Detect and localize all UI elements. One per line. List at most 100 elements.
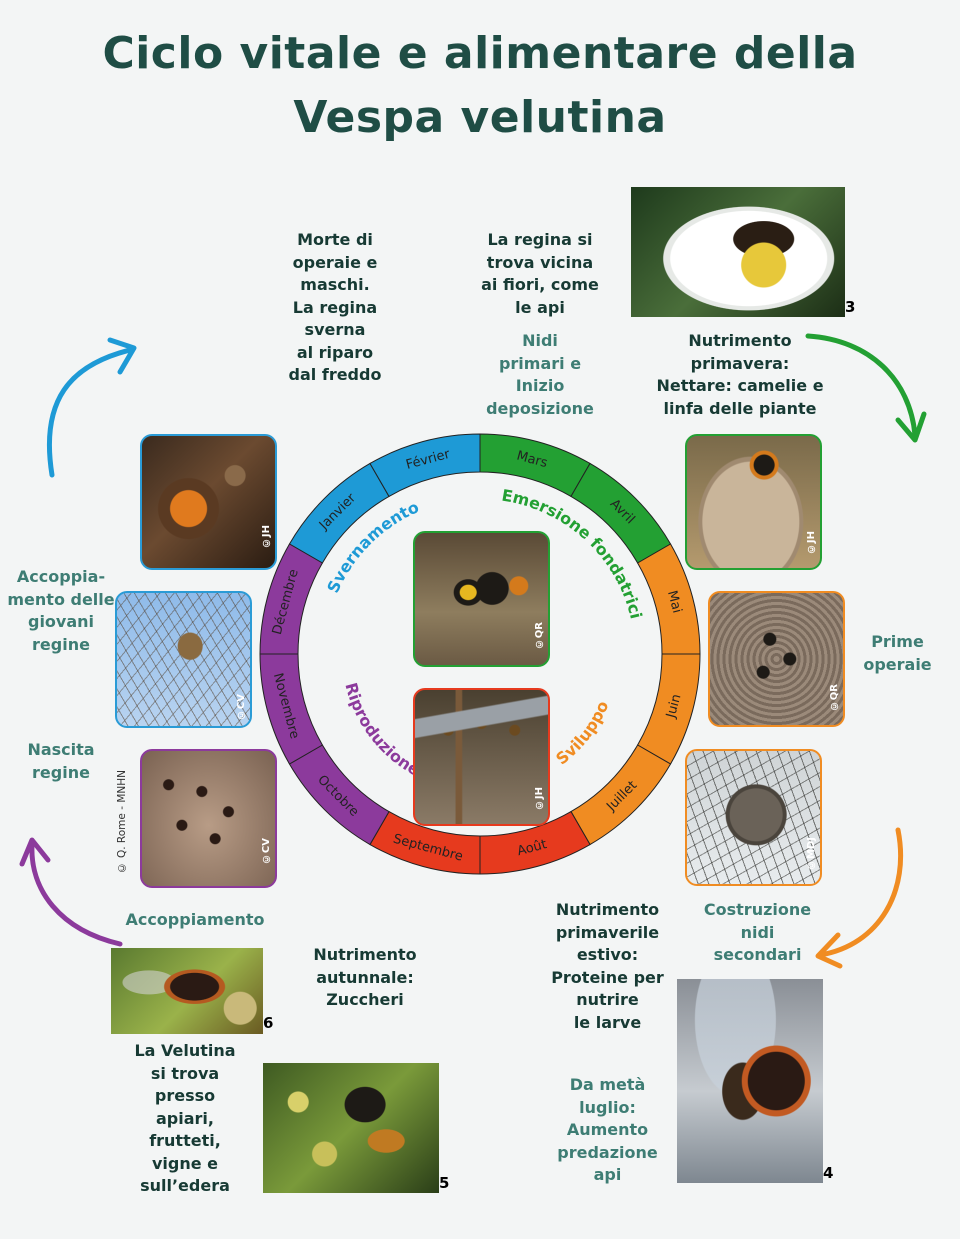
note-line: Accoppiamento	[125, 910, 265, 929]
photo-camellia-hornet	[631, 187, 845, 317]
note-line: regine	[32, 634, 90, 654]
note-line: presso	[154, 1086, 216, 1105]
note-line: linfa delle piante	[663, 398, 817, 418]
note-morte: Morte di operaie e maschi. La regina sverna a…	[270, 229, 400, 387]
credit-cv-1: ©CV	[236, 693, 247, 720]
arrow-purple	[29, 842, 123, 947]
arrow-purple-head	[19, 837, 51, 867]
note-nutrimento-primavera: Nutrimento primavera: Nettare: camelie e li…	[640, 330, 840, 420]
note-line: le api	[515, 297, 565, 317]
photo-secondary-nest: ©MDJ	[685, 749, 822, 886]
note-line: frutteti,	[149, 1131, 221, 1150]
note-line: Morte di	[297, 230, 373, 249]
note-line: giovani	[27, 612, 95, 631]
photo-primary-nest: ©JH	[685, 434, 822, 570]
photo-mating	[111, 948, 263, 1034]
note-line: regine	[32, 762, 90, 782]
note-line: Nettare: camelie e	[656, 376, 824, 395]
photo-nest-tree: ©CV	[115, 591, 252, 728]
title-line-1: Ciclo vitale e alimentare della	[102, 28, 858, 79]
note-meta-luglio: Da metà luglio: Aumento predazione api	[545, 1074, 670, 1187]
credit-mdj: ©MDJ	[806, 837, 817, 870]
note-line: Accoppia-	[16, 567, 106, 586]
number-6: 6	[263, 1014, 274, 1032]
note-nidi-primari: Nidi primari e Inizio deposizione	[470, 330, 610, 420]
month-ring	[259, 433, 701, 875]
credit-cv-2: ©CV	[261, 837, 272, 864]
note-line: Aumento	[566, 1120, 649, 1139]
note-line: vigne e	[151, 1153, 219, 1173]
number-3: 3	[845, 298, 856, 316]
note-line: api	[593, 1165, 622, 1184]
note-line: le larve	[573, 1012, 642, 1032]
note-line: si trova	[150, 1063, 220, 1083]
photo-queens-on-comb: ©CV	[140, 749, 277, 888]
photo-hibernating-queen: ©JH	[140, 434, 277, 570]
note-line: Zuccheri	[326, 990, 404, 1009]
note-line: sull’edera	[140, 1176, 230, 1195]
page-title: Ciclo vitale e alimentare della Vespa ve…	[0, 22, 960, 150]
arrow-green	[805, 333, 918, 438]
note-line: secondari	[713, 945, 802, 964]
credit-rome: © Q. Rome - MNHN	[116, 770, 128, 874]
credit-qr-right: ©QR	[829, 683, 840, 711]
note-line: nutrire	[576, 990, 639, 1009]
note-line: estivo:	[576, 945, 639, 964]
note-line: Inizio	[515, 376, 565, 395]
note-line: primavera:	[690, 353, 790, 373]
month-label: Août	[516, 837, 549, 859]
note-velutina-trova: La Velutina si trova presso apiari, frutteti…	[120, 1040, 250, 1198]
note-line: operaie e	[292, 252, 378, 272]
note-line: predazione	[557, 1142, 658, 1162]
note-accoppiamento-giovani: Accoppia-mento delle giovani regine	[0, 566, 122, 656]
note-line: La regina si	[487, 230, 593, 249]
note-line: luglio:	[579, 1097, 636, 1117]
note-line: trova vicina	[486, 252, 594, 272]
credit-jh-center: ©JH	[534, 786, 545, 810]
note-line: operaie	[863, 654, 932, 674]
note-line: La Velutina	[134, 1041, 236, 1060]
note-line: Costruzione	[703, 900, 812, 919]
note-line: Nidi	[522, 331, 558, 350]
note-line: al riparo	[296, 342, 374, 362]
photo-first-workers: ©QR	[708, 591, 845, 727]
note-line: apiari,	[156, 1108, 214, 1128]
credit-jh-right: ©JH	[806, 530, 817, 554]
number-4: 4	[823, 1164, 834, 1182]
note-line: Nutrimento	[688, 331, 792, 350]
arrow-orange	[817, 827, 904, 958]
note-line: Nutrimento	[313, 945, 417, 964]
arrow-blue	[46, 347, 133, 478]
arrow-orange-head	[815, 932, 843, 969]
note-line: primari e	[498, 353, 582, 373]
note-line: mento delle	[7, 589, 115, 609]
note-line: Nutrimento	[555, 900, 660, 919]
arrow-green-head	[895, 411, 927, 443]
note-line: primaverile	[555, 922, 660, 942]
note-line: Proteine per	[551, 967, 664, 987]
photo-hornet-ivy	[263, 1063, 439, 1193]
note-line: Prime	[871, 632, 924, 651]
note-line: dal freddo	[288, 365, 382, 384]
month-segment-décembre	[259, 543, 324, 655]
phase-sviluppo: Sviluppo	[552, 698, 612, 768]
note-prime-operaie: Prime operaie	[850, 631, 945, 676]
note-line: Nascita	[27, 740, 95, 759]
photo-founding-queen: ©QR	[413, 531, 550, 667]
photo-hornet-predation	[677, 979, 823, 1183]
note-line: Da metà	[569, 1075, 646, 1094]
number-5: 5	[439, 1174, 450, 1192]
note-line: sverna	[304, 320, 366, 339]
note-line: maschi.	[300, 275, 370, 294]
note-line: La regina	[292, 297, 378, 317]
title-line-2: Vespa velutina	[293, 92, 667, 143]
note-line: deposizione	[486, 398, 594, 418]
month-label: Juin	[664, 693, 685, 721]
credit-jh-1: ©JH	[261, 524, 272, 548]
arrow-blue-head	[107, 337, 137, 375]
note-nascita: Nascita regine	[10, 739, 112, 784]
phase-riproduzione: Riproduzione	[341, 681, 423, 780]
